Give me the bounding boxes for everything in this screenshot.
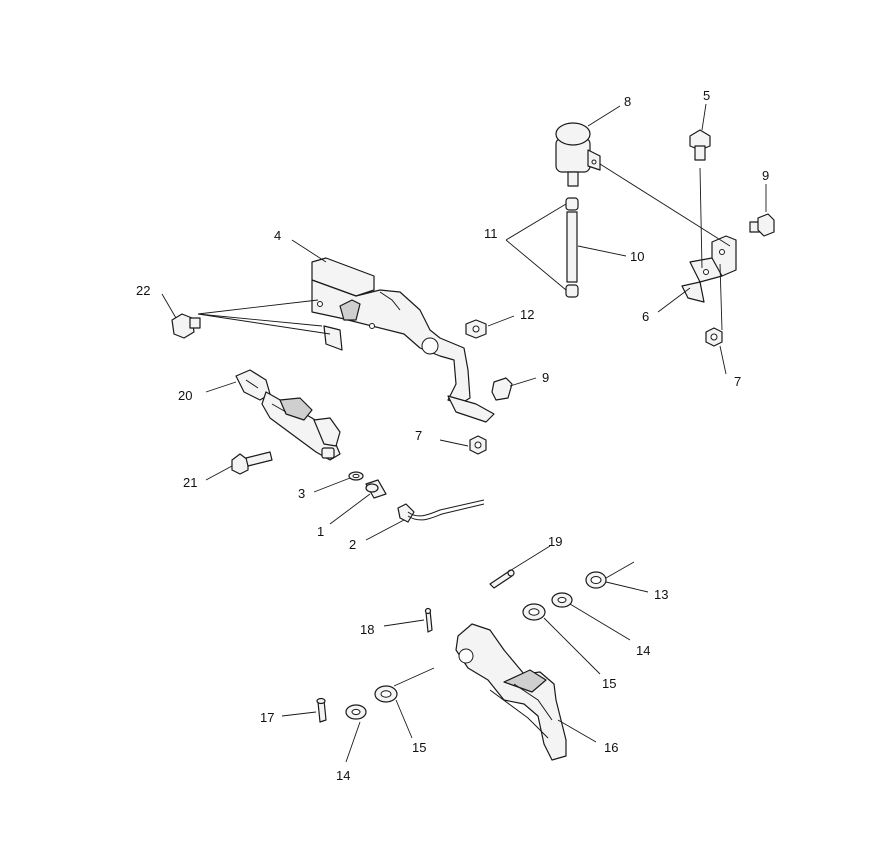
part-11-fitting-top [565, 197, 579, 211]
callout-13: 13 [654, 587, 668, 602]
part-18-cotter-pin [424, 607, 433, 633]
callout-7-middle: 7 [415, 428, 422, 443]
callout-19: 19 [548, 534, 562, 549]
part-6-bracket [681, 235, 737, 303]
part-1-fitting [365, 479, 387, 499]
part-14-washer-left [345, 704, 367, 720]
part-20-master-cylinder [235, 369, 341, 461]
callout-6: 6 [642, 309, 649, 324]
callout-12: 12 [520, 307, 534, 322]
part-2-brake-line [397, 499, 485, 523]
callout-18: 18 [360, 622, 374, 637]
leader-lines [161, 103, 767, 763]
callout-22: 22 [136, 283, 150, 298]
callout-14-left: 14 [336, 768, 350, 783]
callout-21: 21 [183, 475, 197, 490]
callout-15: 15 [602, 676, 616, 691]
part-7-nut-middle [469, 435, 487, 455]
part-11-fitting-bottom [565, 284, 579, 298]
part-8-reservoir [555, 122, 601, 187]
part-4-main-bracket [311, 257, 495, 423]
callout-4: 4 [274, 228, 281, 243]
callout-5: 5 [703, 88, 710, 103]
callout-9-middle: 9 [542, 370, 549, 385]
part-9-bolt-middle [491, 377, 513, 401]
part-3-o-ring [348, 471, 364, 481]
part-10-hose [566, 211, 578, 283]
part-12-nut [465, 319, 487, 339]
callout-11: 11 [484, 226, 498, 241]
part-17-clevis-pin [316, 697, 327, 723]
callout-8: 8 [624, 94, 631, 109]
callout-7: 7 [734, 374, 741, 389]
callout-14: 14 [636, 643, 650, 658]
part-19-pin [489, 569, 515, 589]
part-9-bolt-upper [749, 213, 775, 237]
callout-10: 10 [630, 249, 644, 264]
part-13-clip [585, 571, 607, 589]
callout-2: 2 [349, 537, 356, 552]
part-5-bolt [689, 129, 711, 161]
part-15-bushing-left [374, 685, 398, 703]
callout-1: 1 [317, 524, 324, 539]
part-21-bolt [231, 451, 273, 475]
callout-16: 16 [604, 740, 618, 755]
callout-20: 20 [178, 388, 192, 403]
callout-labels: 8 5 9 11 10 4 22 12 6 7 9 20 7 21 3 1 2 … [136, 88, 769, 783]
part-16-brake-pedal [455, 623, 567, 761]
callout-15-left: 15 [412, 740, 426, 755]
callout-17: 17 [260, 710, 274, 725]
part-15-bushing-right [522, 603, 546, 621]
part-22-bolt [171, 313, 201, 339]
callout-9: 9 [762, 168, 769, 183]
part-14-washer-right [551, 592, 573, 608]
callout-3: 3 [298, 486, 305, 501]
part-7-nut-right [705, 327, 723, 347]
